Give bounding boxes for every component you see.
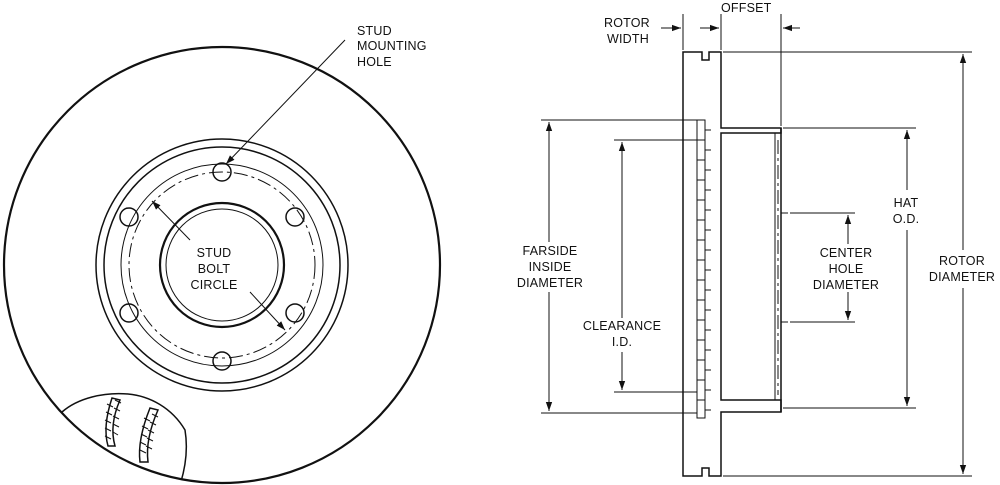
bolt-circle-line [128, 171, 316, 359]
center-hole-label-2: HOLE [829, 262, 864, 276]
cooling-vane [138, 407, 160, 463]
center-hole-label-3: DIAMETER [813, 278, 879, 292]
front-view: STUD MOUNTING HOLE STUD BOLT CIRCLE [2, 24, 442, 485]
stud-bolt-circle-label-1: STUD [197, 246, 232, 260]
center-hole-label-1: CENTER [820, 246, 873, 260]
hat-od-label-1: HAT [894, 196, 919, 210]
stud-bolt-circle-label-2: BOLT [198, 262, 231, 276]
center-hole-inner [165, 208, 279, 322]
stud-bolt-circle-label-3: CIRCLE [190, 278, 237, 292]
farside-label-1: FARSIDE [523, 244, 578, 258]
stud-holes [119, 162, 305, 371]
farside-label-2: INSIDE [529, 260, 572, 274]
hat-od-dimension: HAT O.D. [783, 127, 920, 409]
rotor-width-label-1: ROTOR [604, 16, 650, 30]
stud-hole [212, 162, 232, 182]
offset-dimension: OFFSET [700, 1, 800, 126]
stud-mounting-hole-label-3: HOLE [357, 55, 392, 69]
hat-od-label-2: O.D. [893, 212, 920, 226]
rotor-diameter-label-1: ROTOR [939, 254, 985, 268]
rotor-diameter-dimension: ROTOR DIAMETER [723, 51, 995, 477]
hat-outline [721, 128, 788, 412]
stud-hole [285, 207, 305, 227]
cooling-vane [104, 397, 122, 447]
hat-outer-ring [95, 138, 349, 392]
offset-label: OFFSET [721, 1, 772, 15]
clearance-label-1: CLEARANCE [583, 319, 661, 333]
stud-hole [285, 303, 305, 323]
stud-hole [119, 303, 139, 323]
clearance-id-dimension: CLEARANCE I.D. [583, 139, 697, 393]
rotor-outer-edge [2, 45, 442, 485]
rotor-diameter-label-2: DIAMETER [929, 270, 995, 284]
center-hole-diameter-dimension: CENTER HOLE DIAMETER [790, 212, 879, 323]
vane-channels [696, 119, 711, 419]
stud-mounting-hole-label-2: MOUNTING [357, 39, 427, 53]
cutaway-break-line [61, 392, 188, 483]
rotor-width-dimension: ROTOR WIDTH [604, 14, 722, 50]
farside-label-3: DIAMETER [517, 276, 583, 290]
vane-cutaway [61, 392, 188, 483]
hat-inner-ring [103, 146, 341, 384]
hat-face-ring [120, 163, 324, 367]
rotor-width-label-2: WIDTH [607, 32, 649, 46]
stud-mounting-hole-callout: STUD MOUNTING HOLE [225, 24, 427, 165]
stud-bolt-circle-callout: STUD BOLT CIRCLE [151, 200, 286, 331]
rotor-section [682, 51, 782, 477]
stud-hole [119, 207, 139, 227]
farside-inside-diameter-dimension: FARSIDE INSIDE DIAMETER [517, 119, 697, 414]
center-hole-outer [158, 201, 286, 329]
clearance-label-2: I.D. [612, 335, 632, 349]
stud-mounting-hole-label-1: STUD [357, 24, 392, 38]
stud-hole [212, 351, 232, 371]
side-view: ROTOR WIDTH OFFSET FARSIDE INSIDE DIAMET… [517, 1, 995, 477]
